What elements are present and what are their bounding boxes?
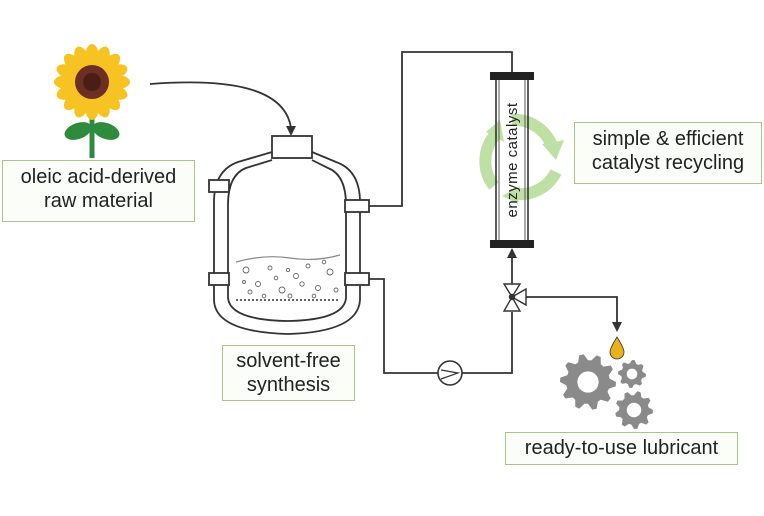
pump-icon xyxy=(437,360,463,386)
label-raw-material: oleic acid-derived raw material xyxy=(2,160,195,222)
liquid-surface xyxy=(235,254,341,263)
feed-arrow xyxy=(149,81,292,129)
piping xyxy=(369,51,618,374)
column-inlet-arrowhead xyxy=(507,248,517,258)
catalyst-column xyxy=(490,72,534,248)
bubbles xyxy=(242,259,339,299)
sunflower-icon xyxy=(54,44,130,158)
gear-icon xyxy=(560,354,616,410)
label-solvent-line-1: solvent-free xyxy=(236,350,341,372)
gear-icon xyxy=(618,360,646,388)
label-raw-material-line-1: oleic acid-derived xyxy=(20,166,177,188)
oil-drop-icon xyxy=(609,336,625,360)
label-recycling-line-2: catalyst recycling xyxy=(591,152,745,174)
label-catalyst-recycling: simple & efficient catalyst recycling xyxy=(574,122,762,184)
reactor-vessel xyxy=(208,135,370,335)
product-arrowhead xyxy=(612,322,622,332)
three-way-valve-icon xyxy=(502,283,527,312)
label-solvent-line-2: synthesis xyxy=(246,374,331,396)
feed-arrowhead xyxy=(286,126,296,136)
label-ready-to-use-lubricant: ready-to-use lubricant xyxy=(505,432,738,465)
catalyst-column-label: enzyme catalyst xyxy=(504,102,521,217)
label-solvent-free-synthesis: solvent-free synthesis xyxy=(222,345,355,401)
label-lubricant-text: ready-to-use lubricant xyxy=(524,437,719,459)
label-raw-material-line-2: raw material xyxy=(44,190,153,212)
label-recycling-line-1: simple & efficient xyxy=(592,128,744,150)
gear-icon xyxy=(615,391,653,429)
